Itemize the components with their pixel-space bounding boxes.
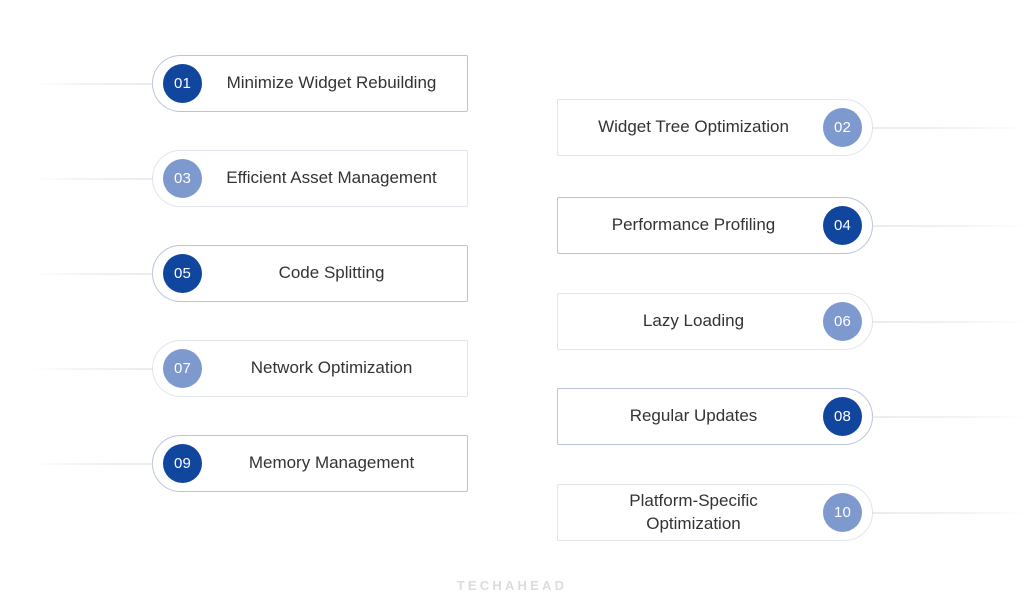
step-card-10[interactable]: 10 Platform-Specific Optimization [557, 484, 1024, 541]
step-number-badge-03: 03 [163, 159, 202, 198]
connector-line-06 [872, 321, 1024, 322]
step-label-07: Network Optimization [250, 358, 413, 378]
connector-line-04 [872, 225, 1024, 226]
step-label-10: Platform-Specific Optimization [629, 490, 758, 533]
step-number-badge-07: 07 [163, 349, 202, 388]
step-label-04: Performance Profiling [611, 215, 776, 235]
step-label-03: Efficient Asset Management [226, 168, 437, 188]
step-label-08: Regular Updates [629, 406, 758, 426]
connector-line-08 [872, 416, 1024, 417]
connector-line-05 [31, 273, 153, 274]
step-card-05[interactable]: 05 Code Splitting [31, 245, 468, 302]
step-card-06[interactable]: 06 Lazy Loading [557, 293, 1024, 350]
step-number-badge-10: 10 [823, 493, 862, 532]
step-number-badge-05: 05 [163, 254, 202, 293]
step-card-09[interactable]: 09 Memory Management [31, 435, 468, 492]
step-card-04[interactable]: 04 Performance Profiling [557, 197, 1024, 254]
connector-line-10 [872, 512, 1024, 513]
step-label-06: Lazy Loading [642, 311, 745, 331]
connector-line-03 [31, 178, 153, 179]
step-card-01[interactable]: 01 Minimize Widget Rebuilding [31, 55, 468, 112]
techahead-watermark: TECHAHEAD [456, 578, 568, 593]
step-label-01: Minimize Widget Rebuilding [226, 73, 437, 93]
step-label-02: Widget Tree Optimization [598, 117, 789, 137]
connector-line-01 [31, 83, 153, 84]
step-number-badge-08: 08 [823, 397, 862, 436]
step-card-03[interactable]: 03 Efficient Asset Management [31, 150, 468, 207]
step-number-badge-06: 06 [823, 302, 862, 341]
step-label-09: Memory Management [248, 453, 415, 473]
connector-line-07 [31, 368, 153, 369]
step-number-badge-02: 02 [823, 108, 862, 147]
step-label-05: Code Splitting [278, 263, 385, 283]
step-card-02[interactable]: 02 Widget Tree Optimization [557, 99, 1024, 156]
connector-line-09 [31, 463, 153, 464]
step-number-badge-04: 04 [823, 206, 862, 245]
step-card-08[interactable]: 08 Regular Updates [557, 388, 1024, 445]
step-card-07[interactable]: 07 Network Optimization [31, 340, 468, 397]
step-number-badge-01: 01 [163, 64, 202, 103]
connector-line-02 [872, 127, 1024, 128]
step-number-badge-09: 09 [163, 444, 202, 483]
